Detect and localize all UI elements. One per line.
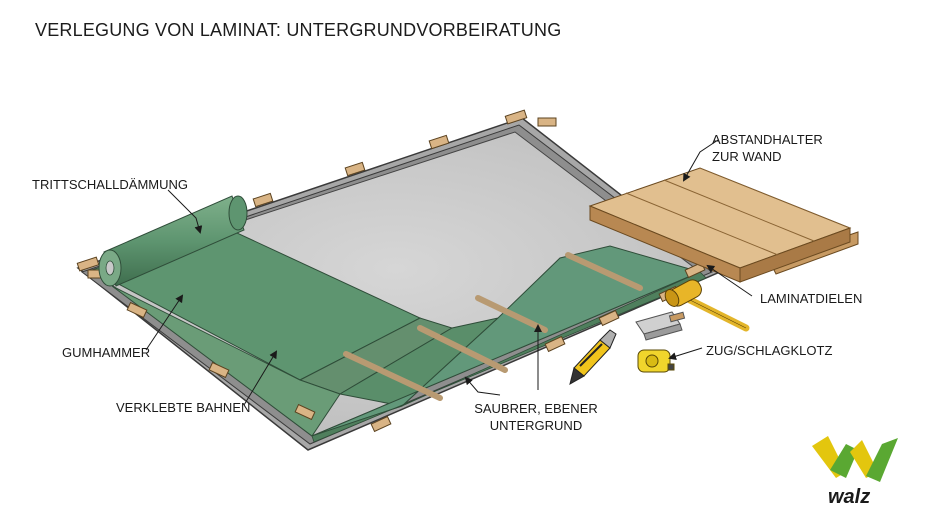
label-abstandhalter: ABSTANDHALTER ZUR WAND — [712, 131, 823, 165]
underlay-roll — [98, 195, 248, 287]
label-saubrer-untergrund: SAUBRER, EBENER UNTERGRUND — [466, 400, 606, 434]
utility-knife — [569, 329, 617, 386]
label-saubrer-line2: UNTERGRUND — [489, 418, 583, 433]
label-trittschalldaemmung: TRITTSCHALLDÄMMUNG — [32, 177, 189, 192]
tape-lines — [343, 252, 643, 401]
page-title: VERLEGUNG VON LAMINAT: UNTERGRUNDVORBEIR… — [35, 20, 562, 40]
pull-bar-tool — [635, 311, 686, 341]
rubber-mallet — [664, 279, 750, 332]
laminate-planks — [588, 167, 859, 283]
label-laminatdielen: LAMINATDIELEN — [760, 291, 863, 306]
label-zug-schlagklotz: ZUG/SCHLAGKLOTZ — [706, 343, 833, 358]
label-abstandhalter-line2: ZUR WAND — [712, 149, 782, 164]
label-abstandhalter-line1: ABSTANDHALTER — [712, 132, 823, 147]
tape-measure — [637, 349, 675, 373]
label-saubrer-line1: SAUBRER, EBENER — [474, 401, 598, 416]
label-gumhammer: GUMHAMMER — [62, 345, 151, 360]
label-verklebte-bahnen: VERKLEBTE BAHNEN — [116, 400, 251, 415]
spacers — [76, 109, 706, 433]
leader-lines — [145, 139, 753, 406]
